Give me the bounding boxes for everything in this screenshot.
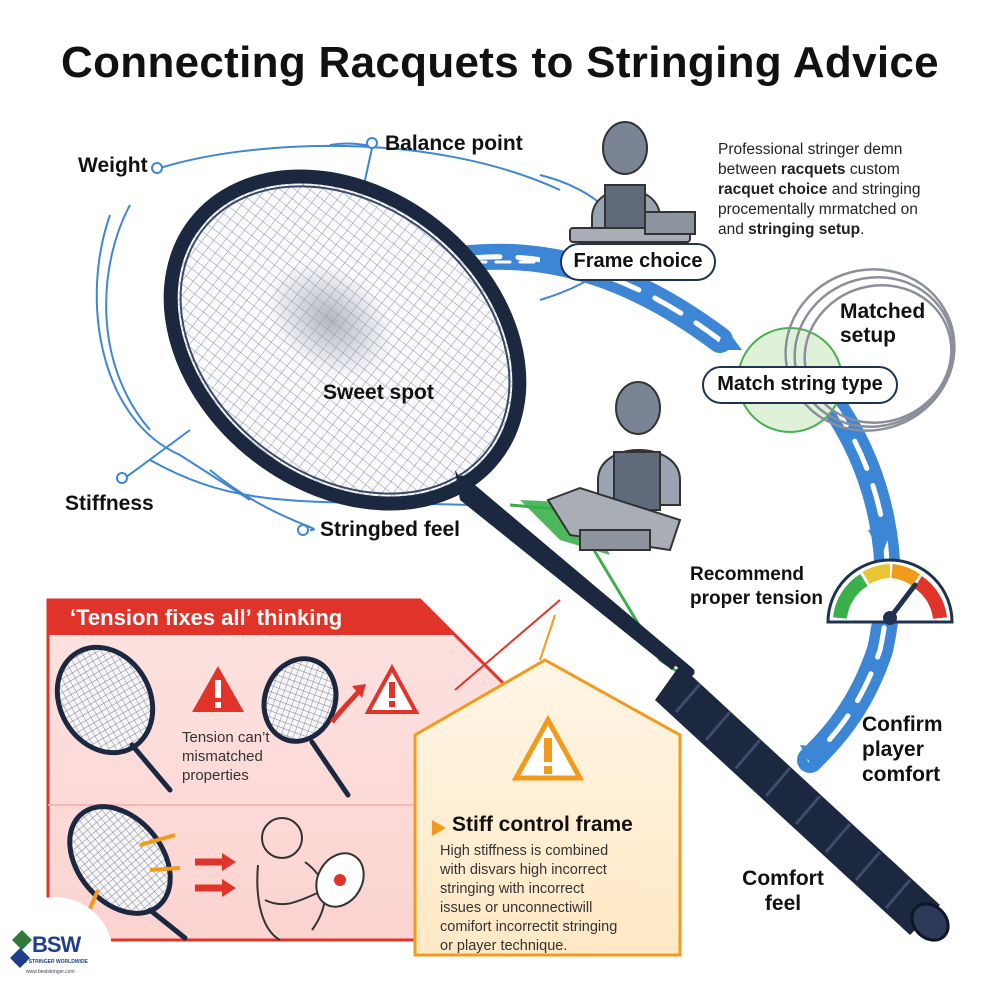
tension-warning-panel (46, 598, 561, 942)
comfort-feel-label: Comfort feel (742, 867, 824, 915)
matched-setup-label: Matched setup (840, 300, 926, 347)
balance-point-label: Balance point (385, 132, 523, 155)
confirm-comfort-label: Confirm player comfort (862, 713, 943, 786)
stringer-figure-middle (546, 381, 682, 552)
stiff-panel-title: Stiff control frame (452, 813, 633, 836)
sweet-spot-label: Sweet spot (323, 381, 434, 404)
bsw-logo (0, 897, 113, 1000)
guide-lines (95, 137, 621, 536)
tension-gauge-icon (826, 558, 954, 625)
racquet-icon (163, 169, 950, 942)
page-title: Connecting Racquets to Stringing Advice (61, 38, 939, 87)
weight-label: Weight (78, 154, 148, 177)
stiff-panel-text: High stiffness is combined with disvars … (440, 843, 618, 954)
stringbed-feel-label: Stringbed feel (320, 518, 461, 541)
intro-text: Professional stringer demn between racqu… (718, 141, 921, 238)
warning-panel-title: ‘Tension fixes all’ thinking (70, 605, 343, 630)
stiffness-label: Stiffness (65, 492, 154, 515)
step-match-string-type: Match string type (702, 366, 898, 404)
recommend-tension-label: Recommend proper tension (690, 564, 824, 609)
warning-panel-text: Tension can’t mismatched properties (182, 729, 270, 784)
stiff-frame-panel (413, 614, 682, 957)
stringer-figure-top (569, 121, 696, 243)
logo-url: www.beststringer.com (26, 969, 75, 975)
logo-tagline: BEST STRINGER WORLDWIDE (14, 959, 88, 965)
logo-mark: BSW (32, 932, 81, 957)
step-frame-choice: Frame choice (560, 243, 716, 281)
